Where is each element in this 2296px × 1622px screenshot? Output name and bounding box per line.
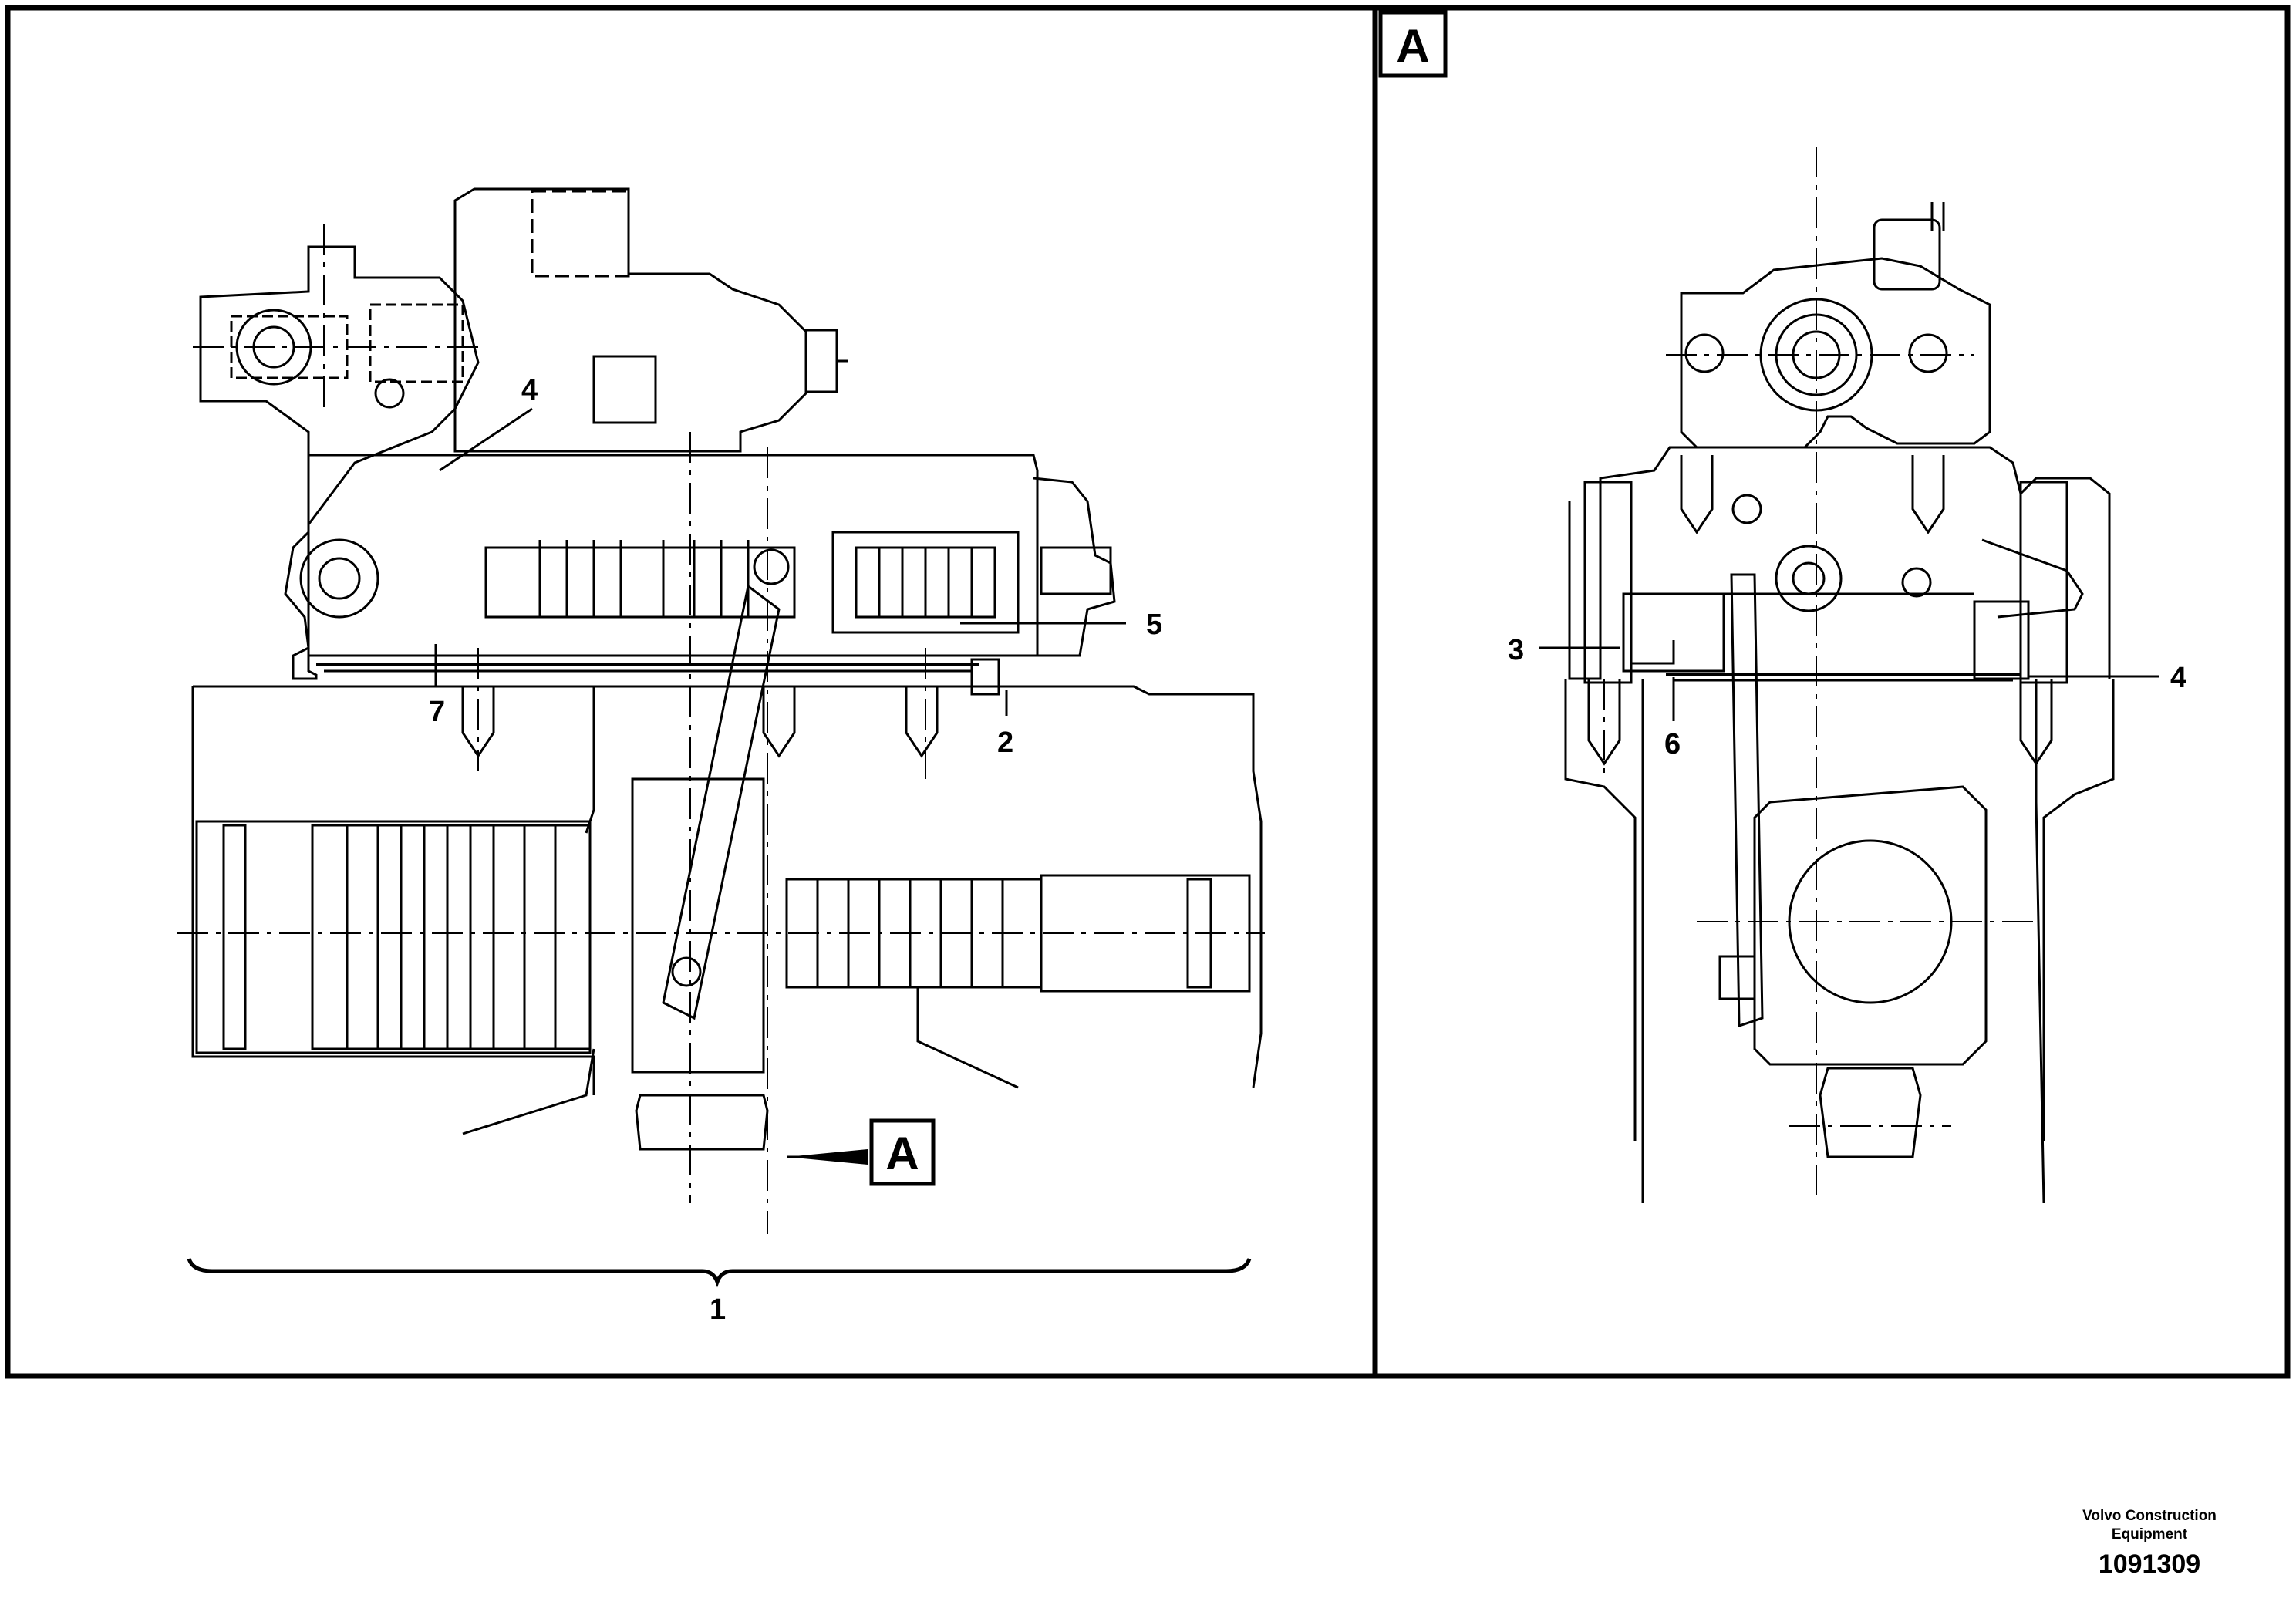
drawing-number: 1091309: [2098, 1549, 2201, 1579]
company-name-line1: Volvo Construction: [2082, 1508, 2217, 1524]
assembly-brace: [187, 1258, 1252, 1288]
callout-5-main: 5: [1146, 609, 1162, 641]
callout-6-detail: 6: [1664, 728, 1681, 760]
callout-1-main: 1: [710, 1293, 726, 1326]
callout-7-main: 7: [429, 696, 445, 728]
detail-view-label: A: [1378, 10, 1448, 78]
company-name-line2: Equipment: [2111, 1526, 2188, 1543]
section-marker-letter: A: [885, 1128, 919, 1179]
diagram-frame: [5, 5, 2291, 1379]
main-view-centerlines: [177, 224, 1265, 1234]
main-view-leaders: [434, 407, 1126, 716]
callout-4-main: 4: [521, 374, 538, 406]
publisher-footer: Volvo Construction Equipment 1091309: [2057, 1507, 2242, 1581]
detail-label-letter: A: [1396, 20, 1429, 72]
callout-4-detail: 4: [2170, 662, 2186, 694]
detail-view-assembly: [1564, 202, 2115, 1204]
callout-2-main: 2: [997, 727, 1013, 759]
detail-view-centerlines: [1603, 147, 2037, 1203]
main-view-assembly: [191, 187, 1263, 1151]
callout-3-detail: 3: [1508, 634, 1524, 666]
section-a-arrow: [787, 1118, 936, 1186]
detail-view-leaders: [1539, 646, 2159, 721]
